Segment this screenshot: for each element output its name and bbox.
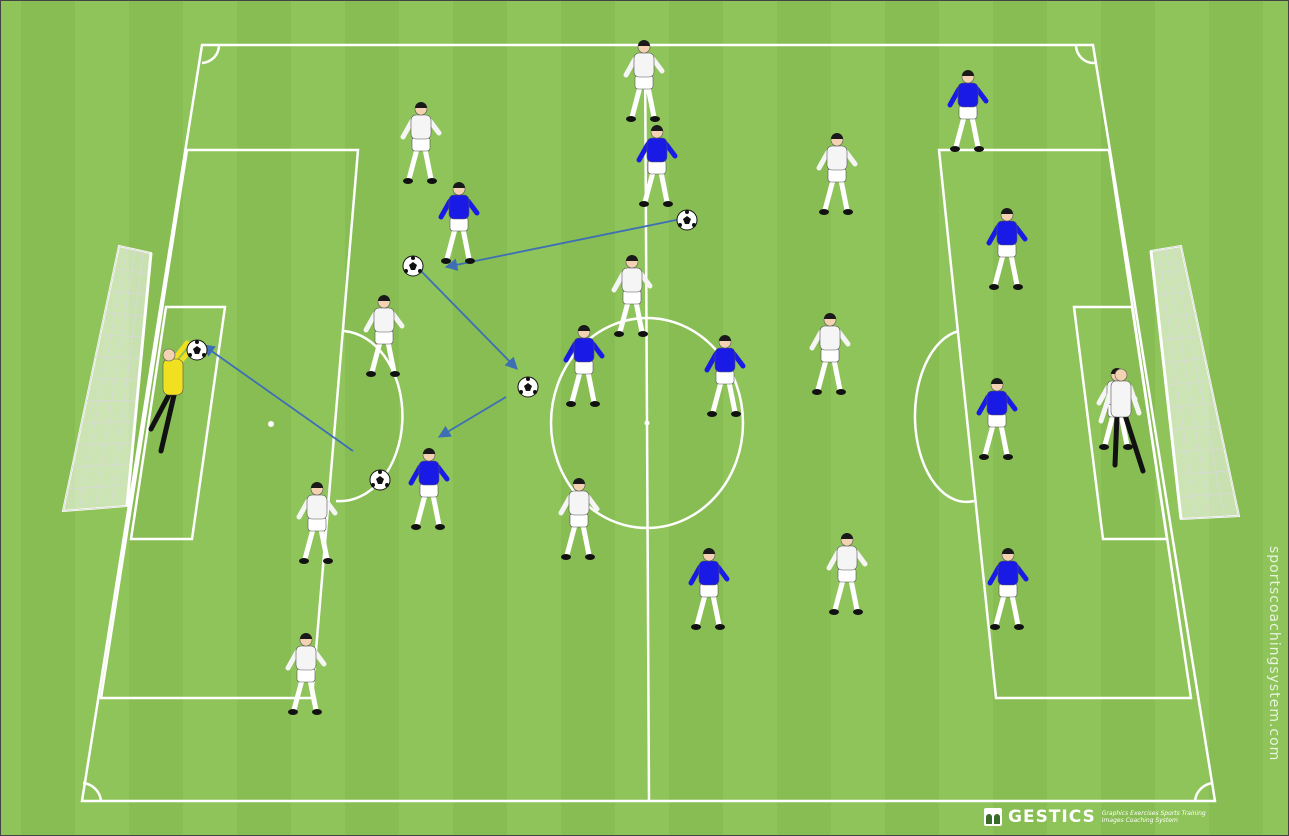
corner-arc-top-right — [1076, 45, 1095, 63]
brand-tagline-line-2: Images Coaching System — [1102, 817, 1206, 824]
brand-tagline: Graphics Exercises Sports Training Image… — [1102, 810, 1206, 824]
ball — [518, 377, 538, 397]
white-player — [614, 255, 650, 337]
corner-arc-bottom-left — [83, 783, 101, 801]
corner-arc-top-left — [202, 45, 219, 63]
grass-stripe — [237, 1, 291, 835]
grass-stripe — [777, 1, 831, 835]
white-player — [626, 40, 662, 122]
grass-stripe — [345, 1, 399, 835]
grass-stripe — [561, 1, 615, 835]
grass-stripe — [21, 1, 75, 835]
center-spot — [645, 421, 650, 426]
white-player — [288, 633, 324, 715]
left-penalty-spot — [268, 421, 274, 427]
white-player — [829, 533, 865, 615]
grass-stripes — [21, 1, 1263, 835]
white-player — [403, 102, 439, 184]
watermark-text: sportscoachingsystem.com — [1266, 546, 1282, 761]
grass-stripe — [885, 1, 939, 835]
brand-tagline-line-1: Graphics Exercises Sports Training — [1102, 810, 1206, 817]
grass-stripe — [669, 1, 723, 835]
blue-player — [950, 70, 986, 152]
ball — [370, 470, 390, 490]
gestics-logo-icon — [984, 808, 1002, 826]
blue-player — [411, 448, 447, 530]
ball — [403, 256, 423, 276]
brand-logo-block: GESTICS Graphics Exercises Sports Traini… — [984, 807, 1206, 827]
ball — [677, 210, 697, 230]
ball — [187, 340, 207, 360]
grass-stripe — [453, 1, 507, 835]
brand-name: GESTICS — [1008, 807, 1096, 827]
